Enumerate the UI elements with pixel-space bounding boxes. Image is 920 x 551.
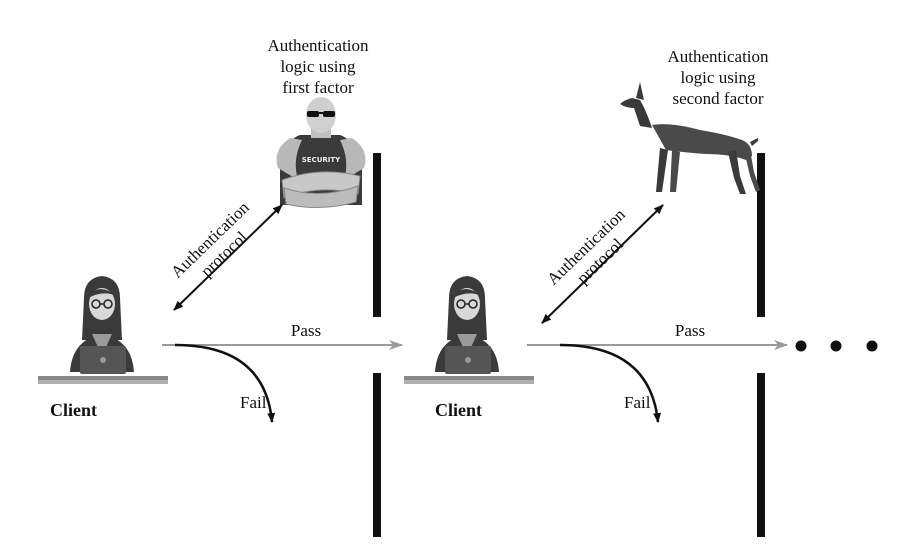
client-2-figure: Client — [404, 276, 534, 420]
fail-arrow-1 — [174, 343, 276, 423]
client-2-label: Client — [435, 400, 482, 420]
protocol-label-2: Authentication protocol — [543, 204, 629, 288]
ellipsis-dots-icon — [795, 340, 878, 352]
gate-1-upper-bar — [373, 153, 381, 317]
security-guard-icon: SECURITY — [276, 97, 366, 209]
client-1-figure: Client — [38, 276, 168, 420]
guard-1-caption: Authentication logic using first factor — [267, 36, 369, 97]
fail-arrow-2 — [559, 343, 662, 423]
gate-1-lower-bar — [373, 373, 381, 537]
gate-2-upper-bar — [757, 153, 765, 317]
client-person-laptop-icon — [435, 276, 499, 374]
client-1-label: Client — [50, 400, 97, 420]
fail-label-2: Fail — [624, 393, 651, 412]
guard-2-caption-line-1: Authentication — [667, 47, 769, 66]
guard-1-caption-line-1: Authentication — [267, 36, 369, 55]
pass-label-2: Pass — [675, 321, 705, 340]
doberman-dog-icon — [620, 82, 760, 194]
client-1-desk — [38, 376, 168, 380]
protocol-arrow-2 — [541, 204, 664, 324]
fail-label-1: Fail — [240, 393, 267, 412]
guard-2-caption-line-3: second factor — [672, 89, 763, 108]
guard-2-caption: Authentication logic using second factor — [667, 47, 769, 108]
protocol-label-1: Authentication protocol — [167, 197, 253, 281]
guard-1-caption-line-3: first factor — [282, 78, 354, 97]
svg-text:SECURITY: SECURITY — [302, 156, 341, 164]
gate-2-lower-bar — [757, 373, 765, 537]
client-2-desk — [404, 376, 534, 380]
guard-1-caption-line-2: logic using — [280, 57, 356, 76]
protocol-arrow-1 — [173, 204, 283, 311]
client-person-laptop-icon — [70, 276, 134, 374]
guard-2-caption-line-2: logic using — [680, 68, 756, 87]
pass-label-1: Pass — [291, 321, 321, 340]
